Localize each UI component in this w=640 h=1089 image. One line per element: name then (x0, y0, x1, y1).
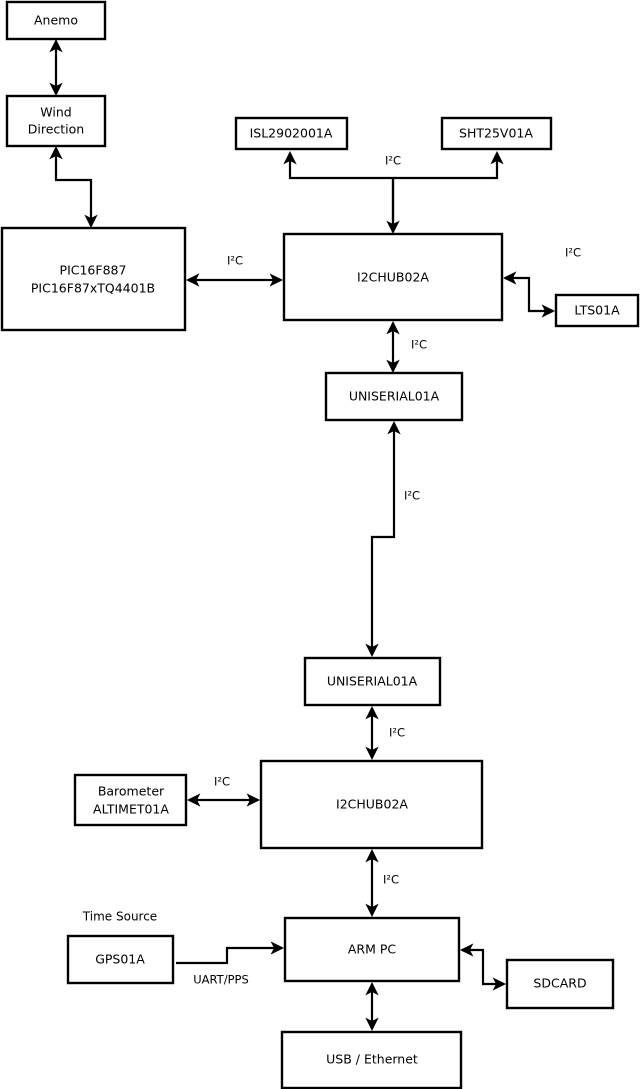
node-lts01a[interactable]: LTS01A (554, 293, 640, 328)
label-gps-armpc-uart: UART/PPS (193, 973, 249, 987)
node-usb-ethernet[interactable]: USB / Ethernet (280, 1030, 463, 1089)
label-hub-lts-i2c: I²C (565, 246, 581, 260)
node-pic-mcu[interactable]: PIC16F887 PIC16F87xTQ4401B (0, 226, 187, 332)
connections-layer (49, 38, 556, 1032)
node-i2chub02a-bottom-label: I2CHUB02A (336, 797, 408, 812)
label-uniserial-link-i2c: I²C (404, 489, 420, 503)
node-arm-pc[interactable]: ARM PC (283, 916, 461, 983)
node-barometer-label-line1: Barometer (98, 784, 165, 799)
node-wind-direction-label-line1: Wind (40, 105, 71, 120)
node-uniserial01a-upper[interactable]: UNISERIAL01A (324, 371, 464, 422)
node-lts01a-label: LTS01A (574, 303, 620, 318)
node-usb-ethernet-label: USB / Ethernet (326, 1052, 418, 1067)
node-i2chub02a-bottom[interactable]: I2CHUB02A (259, 759, 484, 850)
conn-hub-lts (502, 271, 556, 318)
node-anemo-label: Anemo (34, 13, 78, 28)
node-uniserial01a-upper-label: UNISERIAL01A (349, 389, 440, 404)
node-isl2902001a[interactable]: ISL2902001A (234, 116, 349, 151)
conn-uniserial-link (365, 420, 401, 658)
conn-armpc-sdcard (459, 943, 507, 991)
node-uniserial01a-lower-label: UNISERIAL01A (327, 674, 418, 689)
node-sht25v01a-label: SHT25V01A (459, 126, 533, 141)
label-pic-hub-i2c: I²C (227, 254, 243, 268)
node-uniserial01a-lower[interactable]: UNISERIAL01A (303, 656, 442, 707)
label-hub-uniserial-i2c: I²C (411, 338, 427, 352)
conn-hub-isl-sht (283, 150, 504, 235)
node-sdcard-label: SDCARD (533, 976, 586, 991)
node-arm-pc-label: ARM PC (348, 942, 397, 957)
node-sdcard[interactable]: SDCARD (505, 958, 615, 1010)
labels-layer: Time Source I²C I²C I²C I²C I²C I²C I²C … (82, 154, 581, 987)
node-pic-mcu-label-line1: PIC16F887 (60, 263, 127, 278)
label-hub-armpc-i2c: I²C (383, 873, 399, 887)
node-wind-direction-label-line2: Direction (28, 122, 84, 137)
node-sht25v01a[interactable]: SHT25V01A (440, 116, 553, 151)
node-gps01a-label: GPS01A (95, 952, 145, 967)
conn-gps-armpc (176, 941, 285, 965)
node-barometer[interactable]: Barometer ALTIMET01A (73, 773, 188, 827)
node-gps01a[interactable]: GPS01A (66, 934, 175, 985)
node-i2chub02a-top[interactable]: I2CHUB02A (282, 232, 504, 322)
node-isl2902001a-label: ISL2902001A (250, 126, 333, 141)
node-barometer-label-line2: ALTIMET01A (93, 802, 169, 817)
label-baro-hub-i2c: I²C (214, 775, 230, 789)
node-anemo[interactable]: Anemo (5, 0, 107, 41)
node-i2chub02a-top-label: I2CHUB02A (357, 270, 429, 285)
label-hub-sensors-i2c: I²C (385, 154, 401, 168)
node-pic-mcu-label-line2: PIC16F87xTQ4401B (31, 281, 155, 296)
node-wind-direction[interactable]: Wind Direction (5, 94, 107, 148)
conn-pic-wind (49, 145, 98, 229)
label-time-source: Time Source (82, 910, 157, 924)
label-uniserial-hub-i2c: I²C (389, 726, 405, 740)
